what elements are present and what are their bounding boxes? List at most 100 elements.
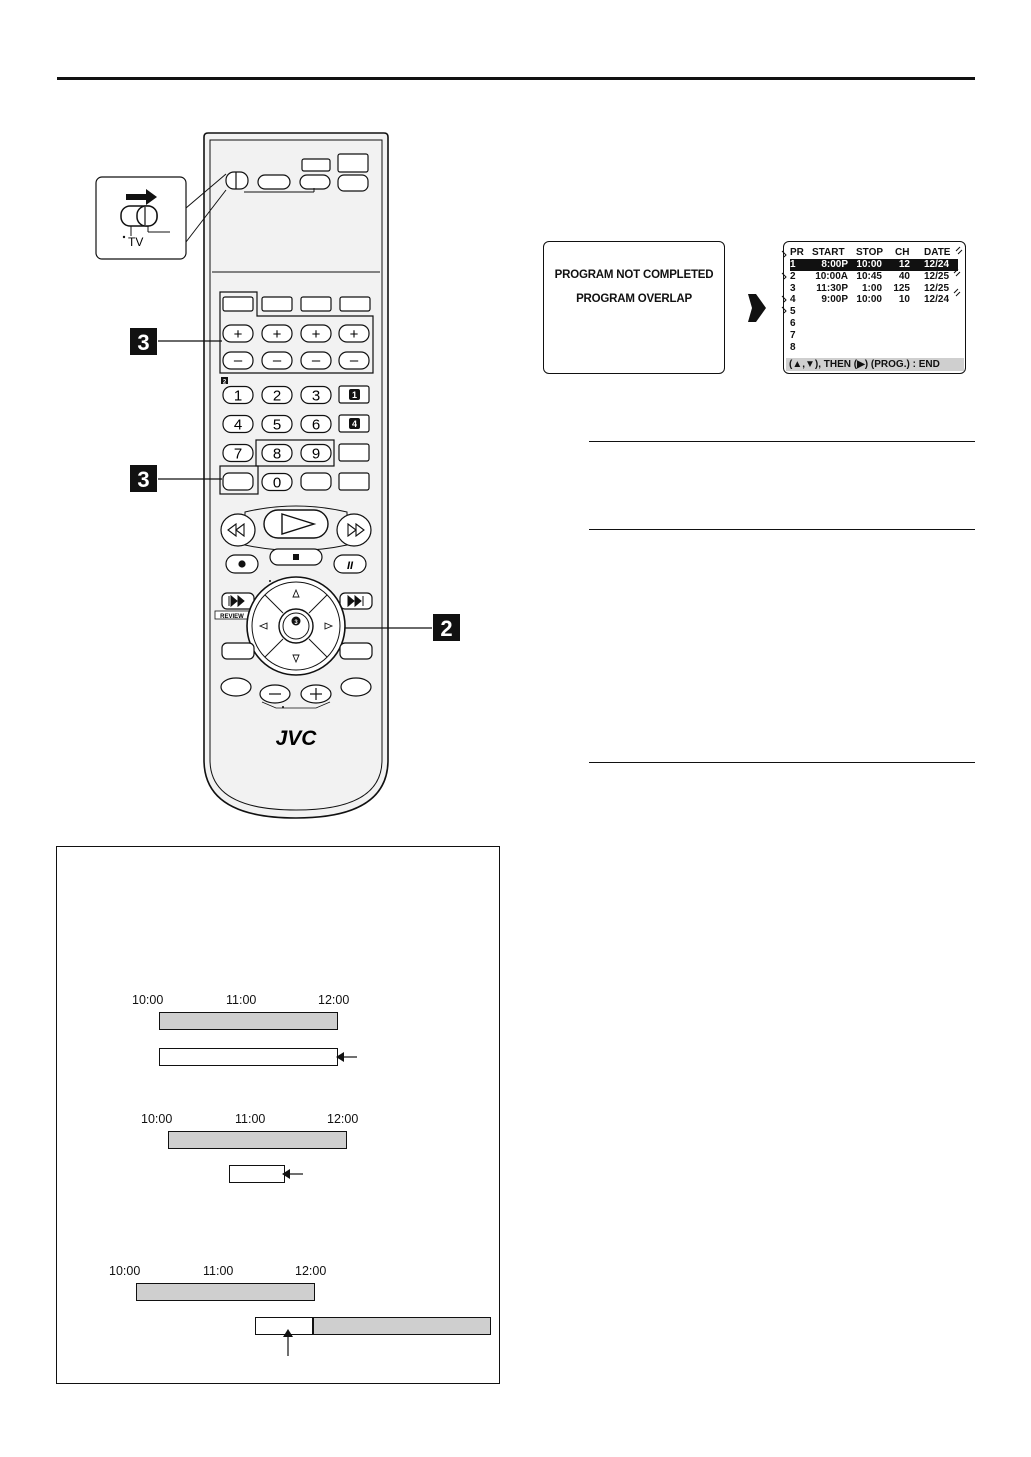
- plus-icon: +: [234, 326, 243, 343]
- stop-icon: [293, 554, 299, 560]
- osd-error-screen: PROGRAM NOT COMPLETED PROGRAM OVERLAP: [543, 241, 725, 374]
- bottom-right-button: [340, 677, 372, 697]
- osd-line-overlap: PROGRAM OVERLAP: [576, 293, 692, 305]
- top-rule: [57, 77, 975, 80]
- plus-button: [222, 324, 254, 343]
- numpad-key: [222, 414, 254, 434]
- step-label-2: [433, 614, 460, 641]
- numpad-key: [261, 414, 293, 434]
- fast-forward-button: [336, 513, 372, 547]
- tick-12: 12:00: [295, 1264, 327, 1278]
- review-label: REVIEW: [220, 614, 244, 620]
- pointer-arrow-icon: [336, 1052, 357, 1062]
- power-button: [337, 153, 369, 173]
- tick-11: 11:00: [235, 1112, 266, 1126]
- numpad-key: [300, 414, 332, 434]
- numpad-key-label: 6: [312, 417, 320, 434]
- plus-icon: +: [273, 326, 282, 343]
- pause-icon: II: [347, 560, 354, 572]
- program-list-footer: (▲,▼), THEN (▶) (PROG.) : END: [786, 358, 964, 371]
- program-bar: [136, 1283, 315, 1301]
- plus-button: [300, 324, 332, 343]
- plus-icon: +: [350, 326, 359, 343]
- program-list-row: 6: [790, 318, 796, 329]
- svg-text:1: 1: [352, 390, 357, 400]
- numpad-right-key: [300, 472, 332, 491]
- side-key-3: [338, 443, 370, 462]
- section-rule-3: [589, 762, 975, 763]
- minus-button: [261, 351, 293, 370]
- program-bar: [229, 1165, 285, 1183]
- pause-button: [333, 554, 367, 574]
- numpad-key-label: 4: [234, 417, 242, 434]
- up-arrow-icon: [292, 588, 300, 598]
- top-button-b: [299, 174, 331, 190]
- program-bar: [313, 1317, 491, 1335]
- program-bar: [168, 1131, 347, 1149]
- numpad-key-label: 3: [312, 388, 320, 405]
- step3-highlight-box-2: [219, 465, 259, 495]
- program-bar: [159, 1048, 338, 1066]
- tick-11: 11:00: [226, 993, 257, 1007]
- osd-line-not-completed: PROGRAM NOT COMPLETED: [554, 269, 714, 281]
- svg-text:3: 3: [137, 467, 149, 492]
- slide-arrow-icon: [126, 189, 157, 205]
- numpad-key: [261, 385, 293, 405]
- tick-10: 10:00: [141, 1112, 173, 1126]
- numpad-key-label: 9: [312, 446, 320, 463]
- program-list-header: PR START STOP CH DATE: [790, 247, 951, 258]
- minus-icon: –: [312, 352, 321, 369]
- numpad-key: [261, 443, 293, 463]
- overlap-examples-box: 10:00 11:00 12:00 10:00 11:00 12:00 10:0…: [56, 846, 500, 1384]
- tv-switch-label: TV: [128, 235, 143, 249]
- side-key-left-bottom: [221, 642, 255, 660]
- program-list-row: 5: [790, 306, 796, 318]
- top-button-a: [257, 174, 291, 190]
- tick-12: 12:00: [327, 1112, 359, 1126]
- numpad-key-label: 7: [234, 446, 242, 463]
- numpad-key-label: 1: [234, 388, 242, 405]
- down-arrow-icon: [292, 654, 300, 664]
- record-icon: [238, 560, 246, 568]
- svg-text:4: 4: [352, 419, 357, 429]
- tick-12: 12:00: [318, 993, 350, 1007]
- numpad-key-label: 5: [273, 417, 281, 434]
- numpad-key-label: 8: [273, 446, 281, 463]
- svg-text:2: 2: [223, 380, 227, 386]
- step-label-3a: [130, 328, 157, 355]
- plus-icon: +: [312, 326, 321, 343]
- numpad-key: [222, 385, 254, 405]
- minus-button: [222, 351, 254, 370]
- function-button-row: [222, 296, 371, 312]
- play-icon: [281, 513, 317, 535]
- minus-icon: –: [273, 352, 282, 369]
- tv-switch-small: [225, 171, 249, 190]
- numpad-key: [300, 443, 332, 463]
- next-arrow-icon: [748, 294, 766, 322]
- section-rule-1: [589, 441, 975, 442]
- blink-marks: [781, 246, 963, 314]
- numpad-key: [261, 472, 293, 492]
- brand-logo: JVC: [276, 727, 318, 750]
- program-bar: [255, 1317, 313, 1335]
- pointer-up-arrow-icon: [283, 1329, 293, 1356]
- side-key-4: [338, 472, 370, 491]
- left-arrow-icon: [258, 622, 268, 630]
- tick-10: 10:00: [132, 993, 164, 1007]
- plus-button-row: + + + +: [222, 324, 370, 343]
- pointer-arrow-icon: [282, 1169, 303, 1179]
- plus-button: [261, 324, 293, 343]
- rewind-button: [220, 513, 256, 547]
- step-label-3b: [130, 465, 157, 492]
- minus-button-row: ––––: [222, 351, 370, 370]
- svg-text:2: 2: [440, 616, 452, 641]
- numpad-key-label: 0: [273, 475, 281, 492]
- tick-10: 10:00: [109, 1264, 141, 1278]
